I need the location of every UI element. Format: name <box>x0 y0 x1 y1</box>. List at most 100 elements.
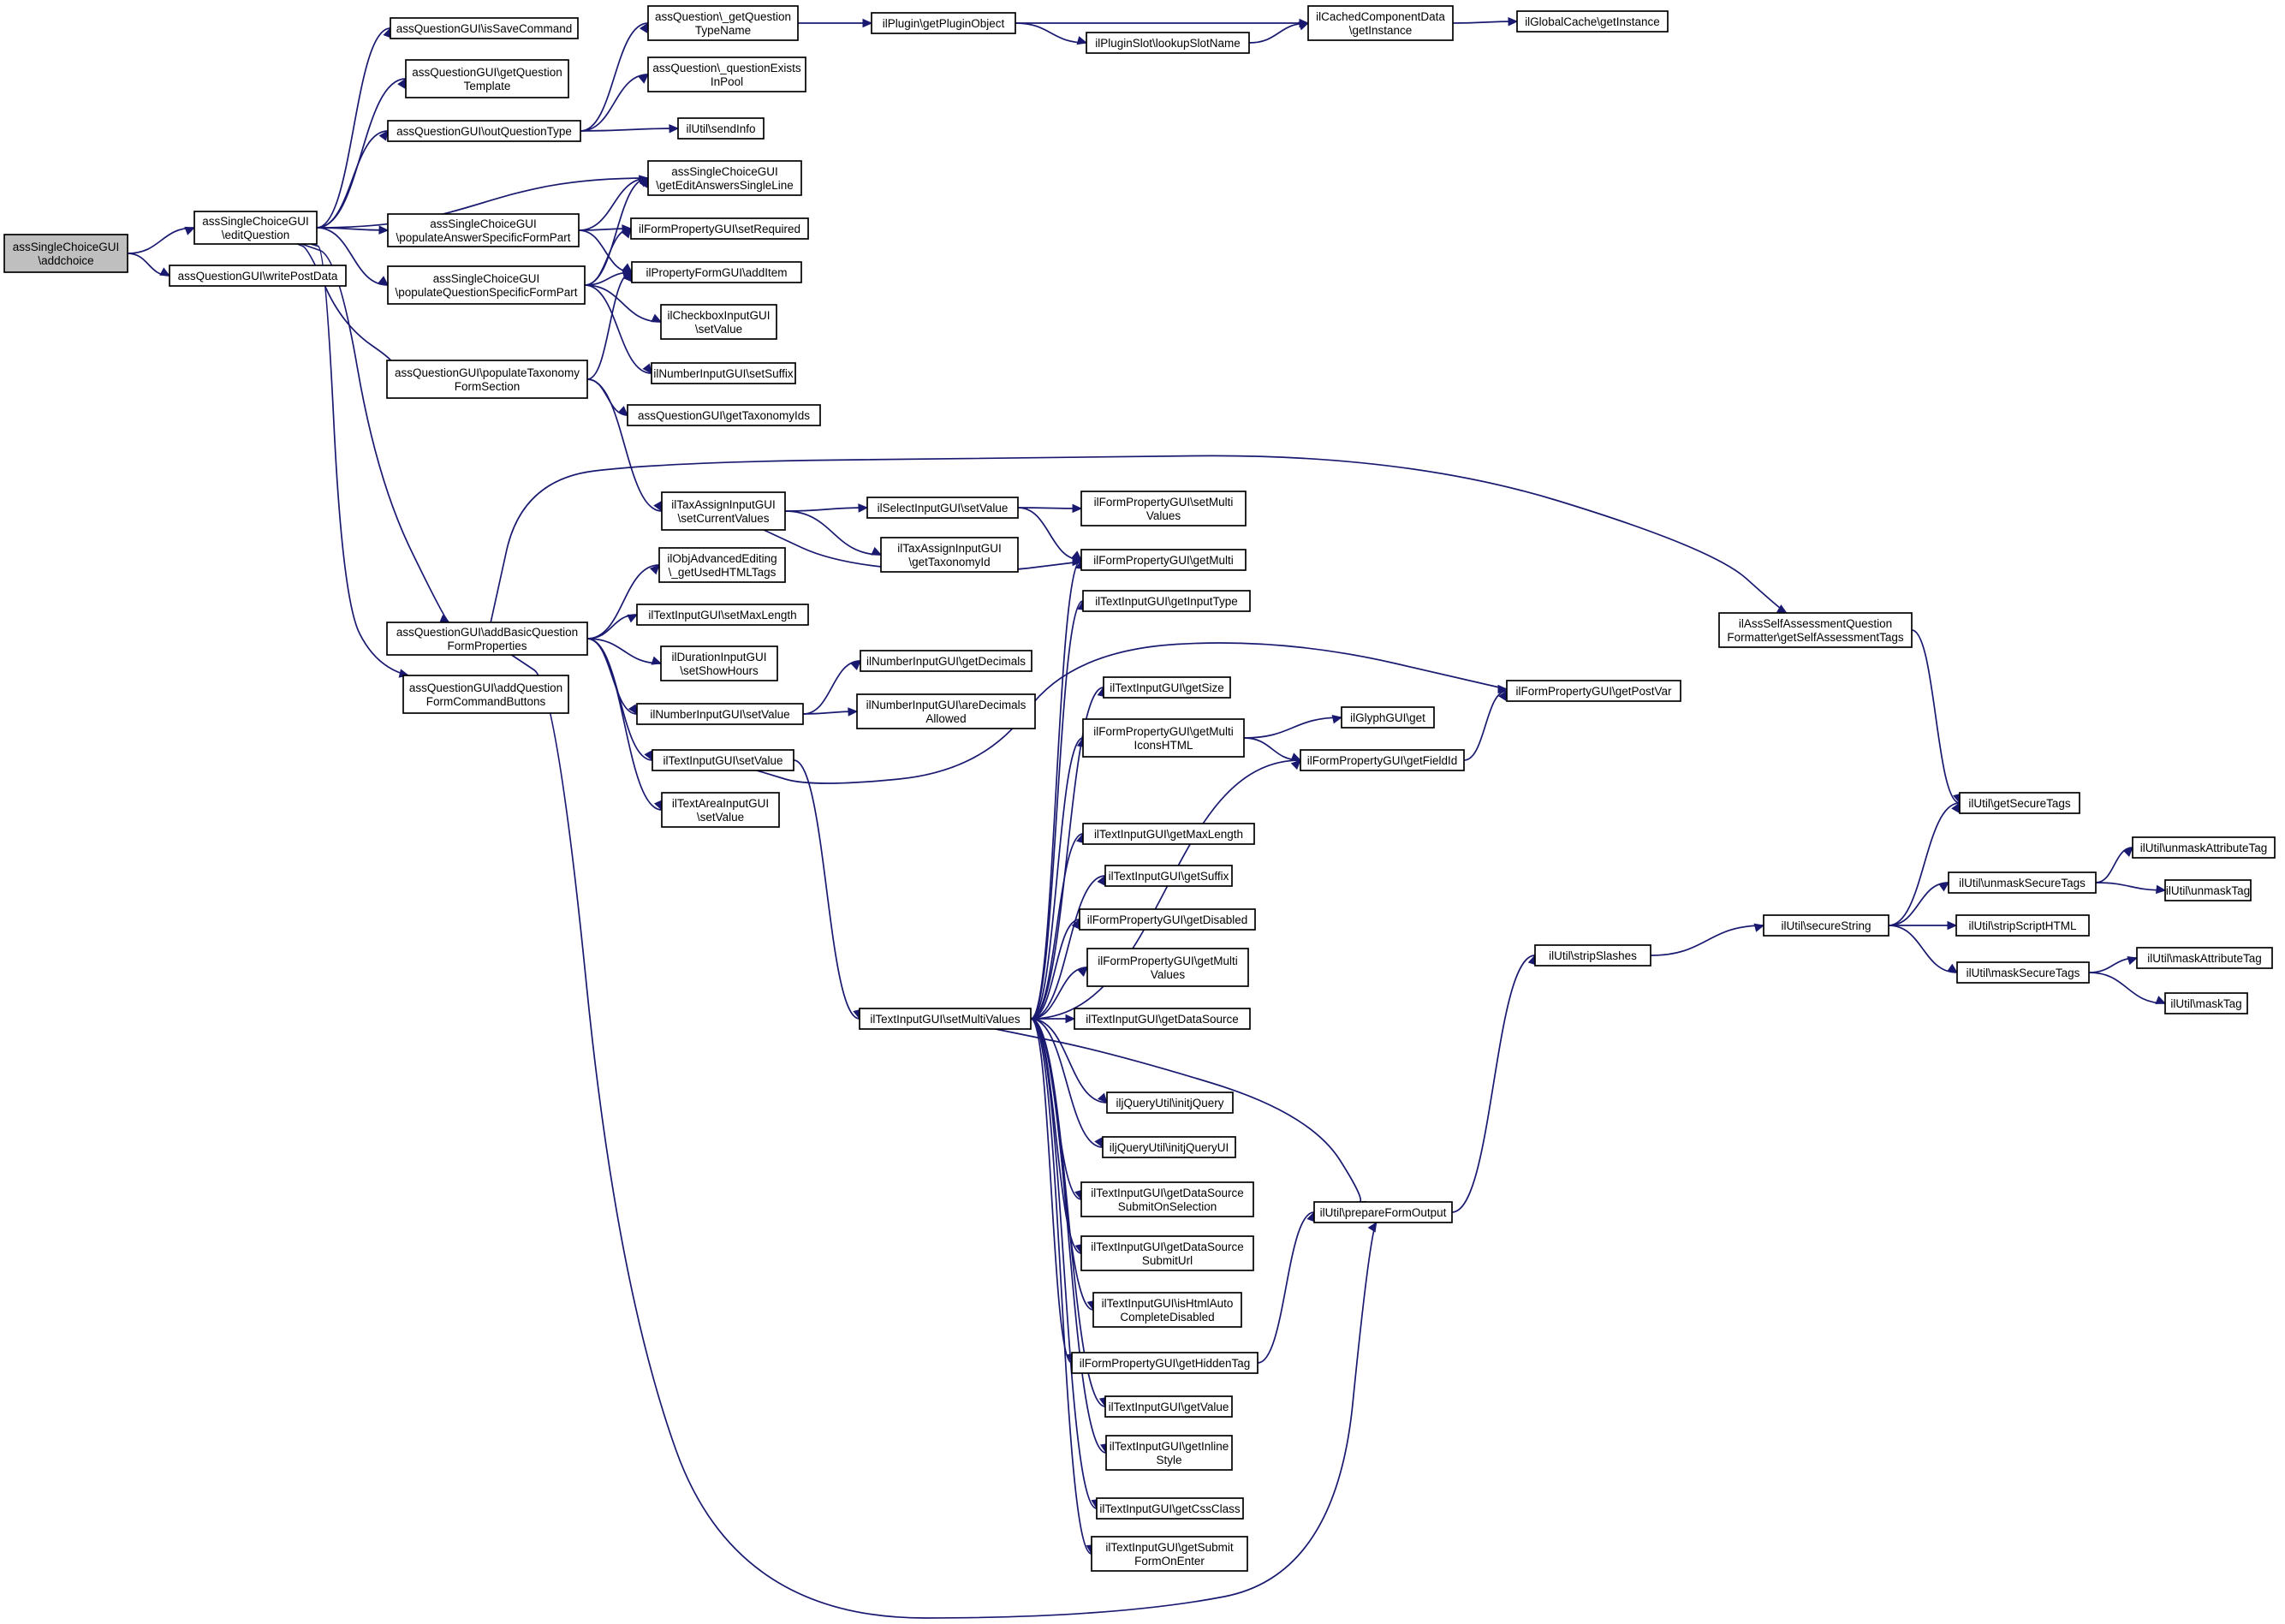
node-n38[interactable]: ilTextInputGUI\getInputType <box>1082 590 1251 612</box>
node-n57[interactable]: ilGlyphGUI\get <box>1341 706 1435 729</box>
edge-n61-n62 <box>1650 923 1765 956</box>
node-n1[interactable]: assSingleChoiceGUI\editQuestion <box>193 211 318 245</box>
node-label: SubmitUrl <box>1142 1254 1193 1267</box>
node-box <box>1096 1497 1244 1520</box>
node-n31[interactable]: ilSelectInputGUI\setValue <box>866 497 1019 519</box>
node-n2[interactable]: assQuestionGUI\writePostData <box>169 265 347 287</box>
node-label: ilTextInputGUI\getSize <box>1110 681 1224 694</box>
edge-line <box>580 74 649 132</box>
node-n27[interactable]: ilPlugin\getPluginObject <box>871 12 1016 34</box>
edge-n0-n1 <box>127 226 196 254</box>
node-n32[interactable]: ilTaxAssignInputGUI\getTaxonomyId <box>880 537 1019 573</box>
node-n48[interactable]: ilTextInputGUI\getDataSourceSubmitOnSele… <box>1080 1181 1254 1217</box>
node-n17[interactable]: ilCheckboxInputGUI\setValue <box>660 304 777 340</box>
node-box <box>660 304 777 340</box>
node-n45[interactable]: ilTextInputGUI\getDataSource <box>1074 1008 1251 1030</box>
node-n35[interactable]: ilNumberInputGUI\getDecimals <box>860 650 1032 672</box>
node-n63[interactable]: ilUtil\getSecureTags <box>1959 792 2080 814</box>
edge-line <box>1030 1018 1104 1148</box>
node-n8[interactable]: assQuestionGUI\populateTaxonomyFormSecti… <box>386 360 588 399</box>
node-n15[interactable]: ilFormPropertyGUI\setRequired <box>630 217 809 240</box>
node-n21[interactable]: ilObjAdvancedEditing\_getUsedHTMLTags <box>658 547 786 583</box>
node-label: Formatter\getSelfAssessmentTags <box>1727 631 1904 644</box>
node-n66[interactable]: ilUtil\maskSecureTags <box>1956 961 2090 984</box>
node-n22[interactable]: ilTextInputGUI\setMaxLength <box>636 604 809 626</box>
node-n59[interactable]: ilUtil\prepareFormOutput <box>1313 1201 1453 1223</box>
node-n61[interactable]: ilUtil\stripSlashes <box>1534 944 1651 967</box>
node-n67[interactable]: ilUtil\unmaskAttributeTag <box>2132 836 2276 859</box>
node-n46[interactable]: iljQueryUtil\initjQuery <box>1106 1092 1234 1114</box>
node-label: ilNumberInputGUI\setSuffix <box>653 367 794 380</box>
node-n24[interactable]: ilNumberInputGUI\setValue <box>636 703 804 725</box>
node-n65[interactable]: ilUtil\stripScriptHTML <box>1955 914 2090 937</box>
node-n69[interactable]: ilUtil\maskAttributeTag <box>2136 947 2273 969</box>
node-n6[interactable]: assSingleChoiceGUI\populateAnswerSpecifi… <box>387 213 580 247</box>
arrowhead <box>1298 21 1310 31</box>
node-n62[interactable]: ilUtil\secureString <box>1763 914 1889 937</box>
node-n26[interactable]: ilTextAreaInputGUI\setValue <box>661 792 780 828</box>
node-n34[interactable]: ilFormPropertyGUI\getMulti <box>1080 549 1247 571</box>
edge-n51-n59 <box>1257 1211 1316 1364</box>
node-n60[interactable]: ilAssSelfAssessmentQuestionFormatter\get… <box>1718 612 1913 648</box>
node-n42[interactable]: ilTextInputGUI\getSuffix <box>1104 865 1233 887</box>
node-n14[interactable]: assSingleChoiceGUI\getEditAnswersSingleL… <box>647 160 802 196</box>
node-n13[interactable]: ilUtil\sendInfo <box>677 117 765 140</box>
edge-n11-n27 <box>798 18 873 28</box>
node-box <box>630 217 809 240</box>
node-n43[interactable]: ilFormPropertyGUI\getDisabled <box>1079 908 1256 931</box>
node-n39[interactable]: ilTextInputGUI\getSize <box>1103 676 1231 699</box>
arrowhead <box>669 124 680 134</box>
arrowhead <box>858 503 869 513</box>
node-n0[interactable]: assSingleChoiceGUI\addchoice <box>3 234 128 273</box>
node-n56[interactable]: ilFormPropertyGUI\getPostVar <box>1506 680 1681 702</box>
edge-layer <box>127 17 2167 1619</box>
node-n20[interactable]: ilTaxAssignInputGUI\setCurrentValues <box>661 491 786 531</box>
node-n28[interactable]: ilPluginSlot\lookupSlotName <box>1086 32 1250 54</box>
node-n23[interactable]: ilDurationInputGUI\setShowHours <box>660 645 778 681</box>
edge-line <box>310 243 409 676</box>
node-n9[interactable]: assQuestionGUI\addBasicQuestionFormPrope… <box>386 622 588 656</box>
node-n30[interactable]: ilGlobalCache\getInstance <box>1516 10 1669 33</box>
node-n37[interactable]: ilTextInputGUI\setMultiValues <box>859 1008 1032 1030</box>
node-n33[interactable]: ilFormPropertyGUI\setMultiValues <box>1080 491 1247 526</box>
node-n25[interactable]: ilTextInputGUI\setValue <box>652 749 794 771</box>
node-n3[interactable]: assQuestionGUI\isSaveCommand <box>390 17 579 39</box>
node-n10[interactable]: assQuestionGUI\addQuestionFormCommandBut… <box>402 675 569 714</box>
node-label: ilCachedComponentData <box>1316 10 1445 23</box>
node-n5[interactable]: assQuestionGUI\outQuestionType <box>387 120 581 142</box>
node-n29[interactable]: ilCachedComponentData\getInstance <box>1307 5 1454 41</box>
node-box <box>871 12 1016 34</box>
node-n54[interactable]: ilTextInputGUI\getCssClass <box>1096 1497 1244 1520</box>
edge-line <box>316 227 389 231</box>
node-n16[interactable]: ilPropertyFormGUI\addItem <box>631 261 802 283</box>
edge-line <box>995 1028 1362 1204</box>
node-n19[interactable]: assQuestionGUI\getTaxonomyIds <box>627 404 821 426</box>
node-n41[interactable]: ilTextInputGUI\getMaxLength <box>1082 823 1255 845</box>
node-n68[interactable]: ilUtil\unmaskTag <box>2164 879 2252 901</box>
node-n7[interactable]: assSingleChoiceGUI\populateQuestionSpeci… <box>387 265 586 305</box>
node-box <box>2136 947 2273 969</box>
node-n52[interactable]: ilTextInputGUI\getValue <box>1104 1395 1233 1418</box>
edge-n62-n64 <box>1888 882 1949 926</box>
node-n64[interactable]: ilUtil\unmaskSecureTags <box>1948 871 2097 894</box>
node-n70[interactable]: ilUtil\maskTag <box>2164 992 2248 1014</box>
node-box <box>859 1008 1032 1030</box>
node-n18[interactable]: ilNumberInputGUI\setSuffix <box>651 362 796 384</box>
node-n50[interactable]: ilTextInputGUI\isHtmlAutoCompleteDisable… <box>1092 1292 1242 1328</box>
node-n58[interactable]: ilFormPropertyGUI\getFieldId <box>1300 749 1465 771</box>
node-box <box>661 491 786 531</box>
edge-n59-n61 <box>1451 954 1537 1213</box>
node-n51[interactable]: ilFormPropertyGUI\getHiddenTag <box>1071 1352 1259 1374</box>
node-n47[interactable]: iljQueryUtil\initjQueryUI <box>1102 1136 1236 1158</box>
edge-line <box>1030 1018 1098 1509</box>
edge-line <box>1888 925 1958 973</box>
